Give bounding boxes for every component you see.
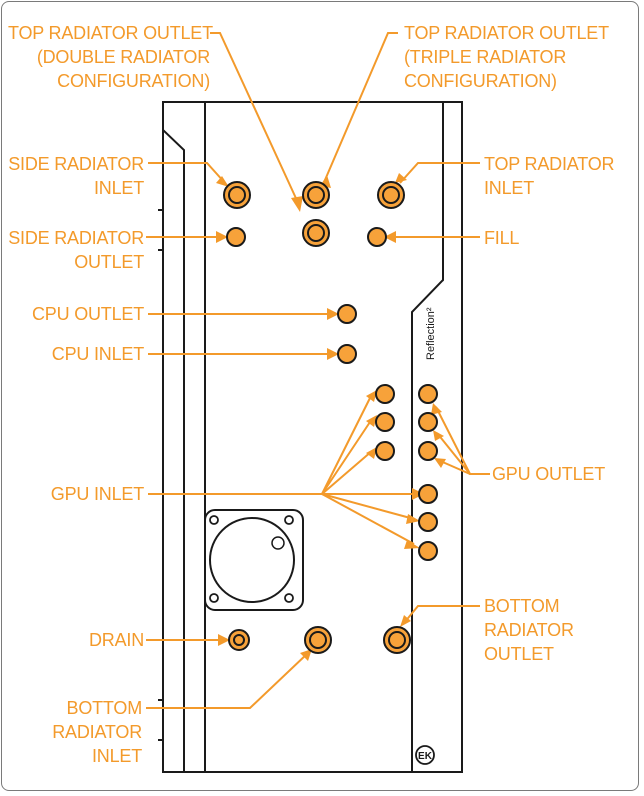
drain-port: [228, 629, 250, 651]
label-top-radiator-inlet: TOP RADIATOR INLET: [484, 154, 615, 198]
gpu-inlet-port-1: [375, 384, 395, 404]
label-drain: DRAIN: [88, 630, 144, 650]
gpu-port-4: [418, 484, 438, 504]
bottom-radiator-outlet-port: [383, 626, 411, 654]
label-bottom-radiator-outlet: BOTTOM RADIATOR OUTLET: [484, 596, 574, 664]
gpu-port-5: [418, 512, 438, 532]
gpu-outlet-port-1: [418, 384, 438, 404]
label-gpu-inlet: GPU INLET: [50, 484, 144, 504]
gpu-outlet-port-2: [418, 412, 438, 432]
leader-lines: [146, 32, 490, 709]
top-radiator-outlet-double-port: [302, 219, 330, 247]
label-top-radiator-outlet-double: TOP RADIATOR OUTLET (DOUBLE RADIATOR CON…: [8, 23, 213, 91]
product-name: Reflection²: [425, 307, 437, 360]
label-bottom-radiator-inlet: BOTTOM RADIATOR INLET: [52, 698, 142, 766]
side-radiator-inlet-port: [223, 181, 251, 209]
cpu-outlet-port: [337, 304, 357, 324]
label-gpu-outlet: GPU OUTLET: [492, 464, 606, 484]
pump-module: [204, 509, 304, 611]
label-side-radiator-outlet: SIDE RADIATOR OUTLET: [8, 228, 144, 272]
label-side-radiator-inlet: SIDE RADIATOR INLET: [8, 154, 144, 198]
gpu-outlet-port-3: [418, 441, 438, 461]
bottom-radiator-inlet-port: [304, 626, 332, 654]
front-panel: [205, 103, 443, 771]
top-radiator-outlet-triple-port: [302, 181, 330, 209]
side-radiator-outlet-port: [226, 227, 246, 247]
label-top-radiator-outlet-triple: TOP RADIATOR OUTLET (TRIPLE RADIATOR CON…: [404, 23, 609, 91]
top-radiator-inlet-port: [377, 181, 405, 209]
cpu-inlet-port: [337, 344, 357, 364]
fill-port: [367, 227, 387, 247]
label-cpu-inlet: CPU INLET: [51, 344, 144, 364]
ports: [223, 181, 438, 654]
gpu-inlet-port-3: [375, 441, 395, 461]
gpu-inlet-port-2: [375, 412, 395, 432]
label-cpu-outlet: CPU OUTLET: [31, 304, 144, 324]
gpu-port-6: [418, 541, 438, 561]
ek-logo: EK: [415, 745, 435, 765]
label-fill: FILL: [484, 228, 520, 248]
arrowheads: [216, 173, 446, 661]
svg-text:EK: EK: [418, 751, 433, 762]
